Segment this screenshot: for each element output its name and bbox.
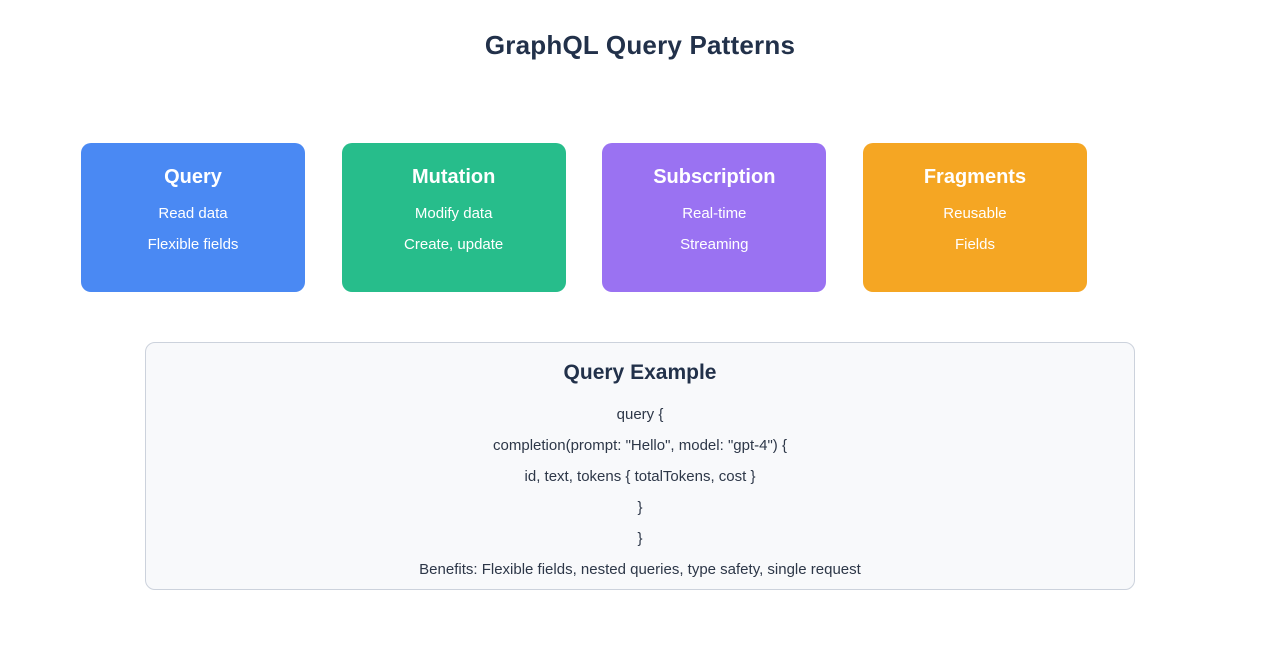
pattern-card-line: Streaming (680, 236, 749, 253)
pattern-card-line: Fields (954, 236, 995, 253)
pattern-card-line: Reusable (943, 205, 1007, 222)
pattern-card-title: Query (164, 166, 222, 188)
pattern-card-line: Create, update (404, 236, 504, 253)
page-title: GraphQL Query Patterns (484, 30, 796, 60)
query-example-code-block: query { completion(prompt: "Hello", model… (146, 406, 1134, 578)
query-example-code-line: Benefits: Flexible fields, nested querie… (419, 561, 861, 578)
pattern-card-line: Flexible fields (147, 236, 239, 253)
pattern-card-line: Read data (158, 205, 228, 222)
pattern-card-line: Modify data (414, 205, 493, 222)
query-example-code-line: query { (616, 406, 664, 423)
query-example-code-line: completion(prompt: "Hello", model: "gpt-… (493, 437, 787, 454)
query-example-code-line: id, text, tokens { totalTokens, cost } (524, 468, 756, 485)
pattern-card-title: Subscription (653, 166, 776, 188)
query-example-title: Query Example (563, 361, 717, 384)
query-example-panel: Query Example query { completion(prompt: … (145, 342, 1135, 590)
pattern-card-title: Fragments (923, 166, 1027, 188)
query-example-code-line: } (637, 530, 643, 547)
query-example-code-line: } (637, 499, 643, 516)
pattern-card-line: Real-time (682, 205, 747, 222)
pattern-card-title: Mutation (412, 166, 496, 188)
